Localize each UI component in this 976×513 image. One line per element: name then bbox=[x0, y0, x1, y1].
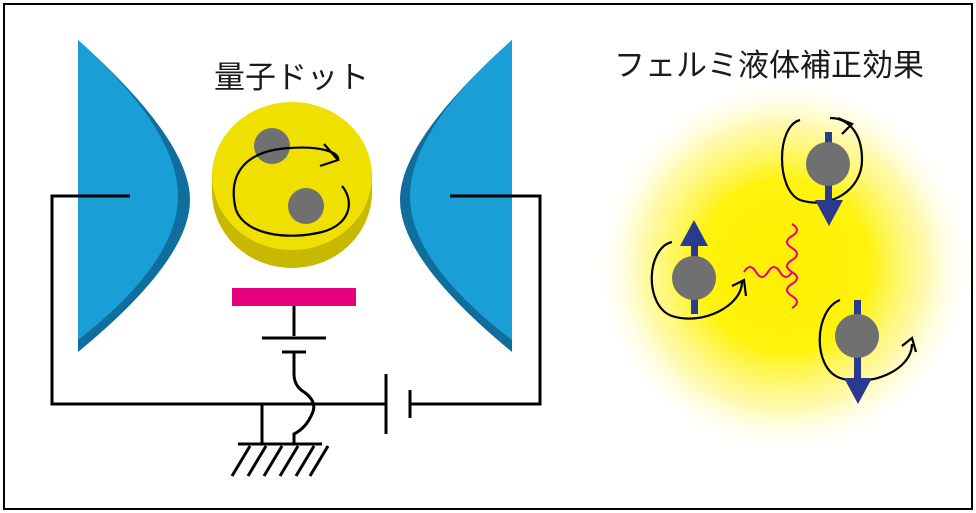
interaction-line bbox=[743, 223, 798, 309]
electron-icon bbox=[288, 188, 324, 224]
rotation-arrow-icon bbox=[234, 185, 350, 237]
electron-icon bbox=[835, 314, 879, 358]
rotation-arrow-icon bbox=[781, 116, 864, 204]
battery-icon bbox=[384, 374, 412, 434]
electron-icon bbox=[806, 142, 850, 186]
spin-electron-top bbox=[781, 116, 864, 226]
fermi-liquid-illustration bbox=[594, 76, 974, 456]
rotation-arrow-icon bbox=[650, 240, 744, 320]
spin-down-icon bbox=[844, 378, 872, 404]
rotation-arrowhead-icon bbox=[319, 143, 340, 168]
ground-icon bbox=[230, 445, 330, 477]
spin-electron-left bbox=[650, 220, 748, 320]
quantum-dot-title: 量子ドット bbox=[214, 60, 369, 96]
electron-icon bbox=[672, 256, 716, 300]
spin-down-icon bbox=[815, 200, 843, 226]
quantum-dot-device bbox=[50, 40, 542, 477]
circuit-wiring bbox=[50, 194, 542, 446]
electron-icon bbox=[254, 128, 290, 164]
left-lead bbox=[78, 40, 190, 352]
gate-electrode bbox=[232, 288, 356, 306]
rotation-arrow-icon bbox=[818, 298, 914, 382]
fermi-liquid-title: フェルミ液体補正効果 bbox=[614, 48, 924, 84]
yellow-glow bbox=[594, 76, 974, 456]
quantum-dot-disk bbox=[212, 102, 372, 268]
spin-electron-bottom bbox=[818, 298, 918, 404]
spin-up-icon bbox=[680, 220, 708, 246]
